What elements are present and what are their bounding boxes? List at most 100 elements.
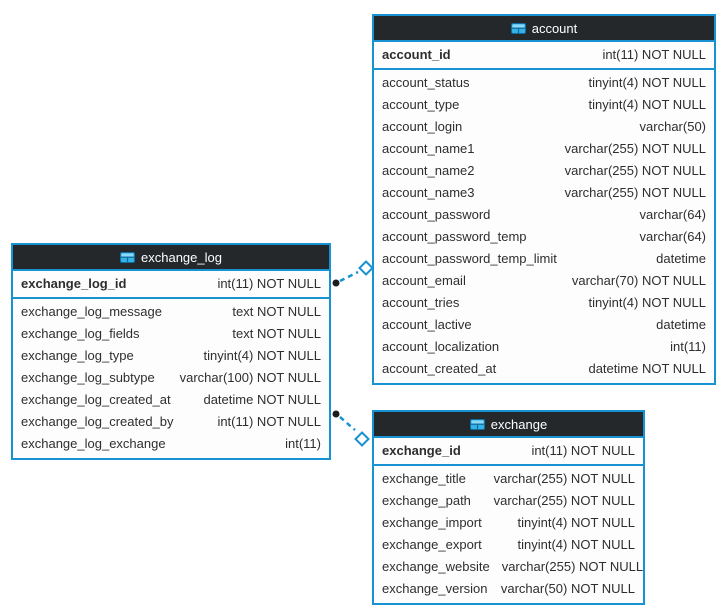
column-row[interactable]: exchange_version varchar(50) NOT NULL	[374, 578, 643, 600]
relationship-exchange-log-account[interactable]	[332, 260, 374, 287]
column-row[interactable]: account_lactive datetime	[374, 314, 714, 336]
column-name: exchange_log_type	[21, 348, 134, 363]
one-end-diamond	[358, 260, 374, 276]
column-name: account_password_temp_limit	[382, 251, 557, 266]
column-name: exchange_log_created_at	[21, 392, 171, 407]
column-type: tinyint(4) NOT NULL	[588, 97, 706, 112]
column-name: exchange_log_fields	[21, 326, 140, 341]
column-type: text NOT NULL	[232, 326, 321, 341]
column-type: int(11)	[670, 339, 706, 354]
table-header[interactable]: account	[374, 16, 714, 42]
column-row[interactable]: exchange_path varchar(255) NOT NULL	[374, 490, 643, 512]
column-type: tinyint(4) NOT NULL	[588, 295, 706, 310]
column-name: account_email	[382, 273, 466, 288]
column-name: exchange_version	[382, 581, 488, 596]
column-row[interactable]: account_password_temp_limit datetime	[374, 248, 714, 270]
table-header[interactable]: exchange_log	[13, 245, 329, 271]
one-end-diamond	[354, 431, 370, 447]
column-row[interactable]: account_login varchar(50)	[374, 116, 714, 138]
column-row[interactable]: exchange_log_created_at datetime NOT NULL	[13, 389, 329, 411]
column-name: account_name1	[382, 141, 475, 156]
column-row[interactable]: account_type tinyint(4) NOT NULL	[374, 94, 714, 116]
many-end-dot	[332, 279, 340, 287]
column-type: int(11) NOT NULL	[217, 414, 321, 429]
column-name: account_login	[382, 119, 463, 134]
column-type: datetime	[656, 251, 706, 266]
column-name: account_name3	[382, 185, 475, 200]
column-name: account_type	[382, 97, 460, 112]
column-name: account_lactive	[382, 317, 472, 332]
column-name: account_tries	[382, 295, 460, 310]
column-name: exchange_export	[382, 537, 482, 552]
column-name: exchange_log_exchange	[21, 436, 166, 451]
table-title: account	[531, 20, 578, 36]
column-name: exchange_log_id	[21, 276, 127, 291]
column-row[interactable]: account_tries tinyint(4) NOT NULL	[374, 292, 714, 314]
column-type: varchar(64)	[639, 229, 706, 244]
column-name: exchange_path	[382, 493, 471, 508]
column-name: exchange_log_subtype	[21, 370, 155, 385]
column-type: int(11) NOT NULL	[531, 443, 635, 458]
many-end-dot	[332, 410, 340, 418]
column-type: datetime NOT NULL	[203, 392, 321, 407]
relationship-exchange-log-exchange[interactable]	[332, 410, 370, 447]
column-type: varchar(70) NOT NULL	[571, 273, 706, 288]
relationship-line	[339, 416, 356, 431]
column-type: varchar(255) NOT NULL	[493, 493, 635, 508]
column-row[interactable]: exchange_import tinyint(4) NOT NULL	[374, 512, 643, 534]
column-row[interactable]: account_email varchar(70) NOT NULL	[374, 270, 714, 292]
column-type: varchar(50) NOT NULL	[500, 581, 635, 596]
column-type: varchar(255) NOT NULL	[501, 559, 644, 574]
column-row[interactable]: account_localization int(11)	[374, 336, 714, 358]
column-type: varchar(255) NOT NULL	[564, 141, 706, 156]
column-row[interactable]: account_name3 varchar(255) NOT NULL	[374, 182, 714, 204]
column-row[interactable]: account_name1 varchar(255) NOT NULL	[374, 138, 714, 160]
table-icon	[510, 22, 526, 34]
table-icon	[469, 418, 485, 430]
column-row[interactable]: exchange_log_message text NOT NULL	[13, 301, 329, 323]
table-title: exchange	[490, 416, 548, 432]
column-name: account_password_temp	[382, 229, 527, 244]
column-type: varchar(255) NOT NULL	[564, 185, 706, 200]
column-type: varchar(255) NOT NULL	[564, 163, 706, 178]
column-row[interactable]: exchange_log_type tinyint(4) NOT NULL	[13, 345, 329, 367]
column-type: tinyint(4) NOT NULL	[517, 515, 635, 530]
column-type: tinyint(4) NOT NULL	[517, 537, 635, 552]
column-name: account_password	[382, 207, 491, 222]
column-type: datetime	[656, 317, 706, 332]
column-type: tinyint(4) NOT NULL	[203, 348, 321, 363]
column-type: tinyint(4) NOT NULL	[588, 75, 706, 90]
column-name: exchange_log_created_by	[21, 414, 174, 429]
column-type: varchar(50)	[639, 119, 706, 134]
column-name: account_localization	[382, 339, 500, 354]
table-header[interactable]: exchange	[374, 412, 643, 438]
column-row[interactable]: exchange_export tinyint(4) NOT NULL	[374, 534, 643, 556]
column-row[interactable]: exchange_log_fields text NOT NULL	[13, 323, 329, 345]
column-name: exchange_import	[382, 515, 482, 530]
column-type: text NOT NULL	[232, 304, 321, 319]
column-row[interactable]: exchange_log_created_by int(11) NOT NULL	[13, 411, 329, 433]
column-type: int(11) NOT NULL	[602, 47, 706, 62]
column-row[interactable]: account_password_temp varchar(64)	[374, 226, 714, 248]
column-name: exchange_log_message	[21, 304, 162, 319]
